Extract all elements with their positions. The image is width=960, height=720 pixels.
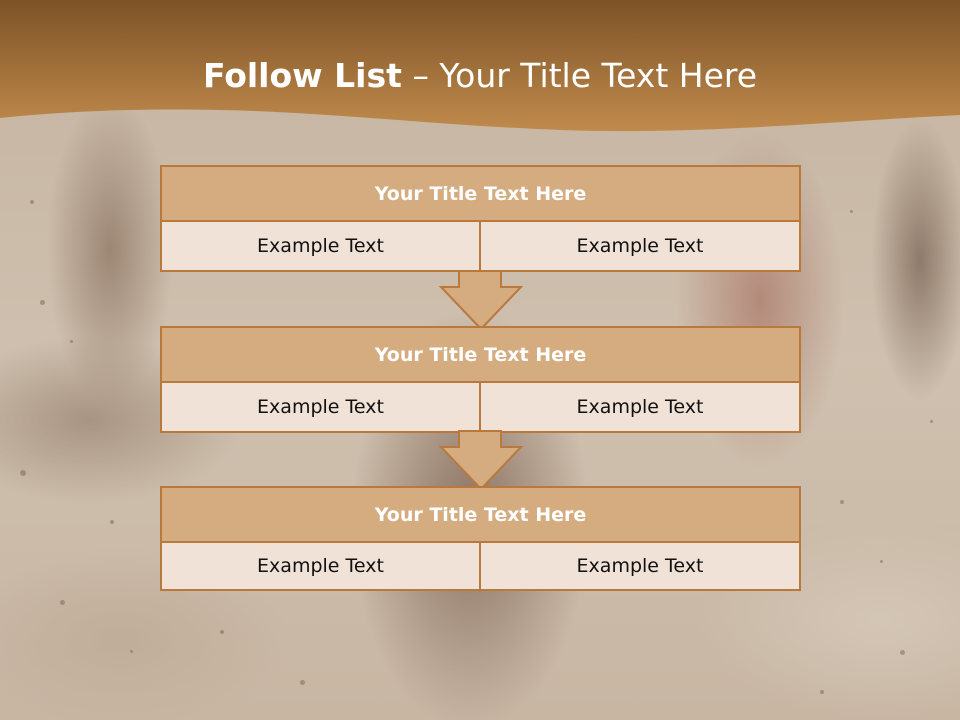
flow-block-title: Your Title Text Here (160, 326, 801, 383)
flow-block-cell-right: Example Text (479, 222, 801, 272)
flow-block-cell-right: Example Text (479, 383, 801, 433)
slide-title: Follow List – Your Title Text Here (0, 56, 960, 95)
flow-block-cell-right: Example Text (479, 543, 801, 591)
slide-title-rest: – Your Title Text Here (401, 56, 758, 95)
down-arrow-icon (438, 270, 524, 331)
slide-title-bold: Follow List (202, 56, 402, 95)
flow-block-title: Your Title Text Here (160, 486, 801, 543)
flow-block-title: Your Title Text Here (160, 165, 801, 222)
flow-block-cell-left: Example Text (160, 383, 481, 433)
flow-block-cell-left: Example Text (160, 222, 481, 272)
header-banner (0, 0, 960, 132)
flow-block-cell-left: Example Text (160, 543, 481, 591)
down-arrow-icon (438, 430, 524, 491)
